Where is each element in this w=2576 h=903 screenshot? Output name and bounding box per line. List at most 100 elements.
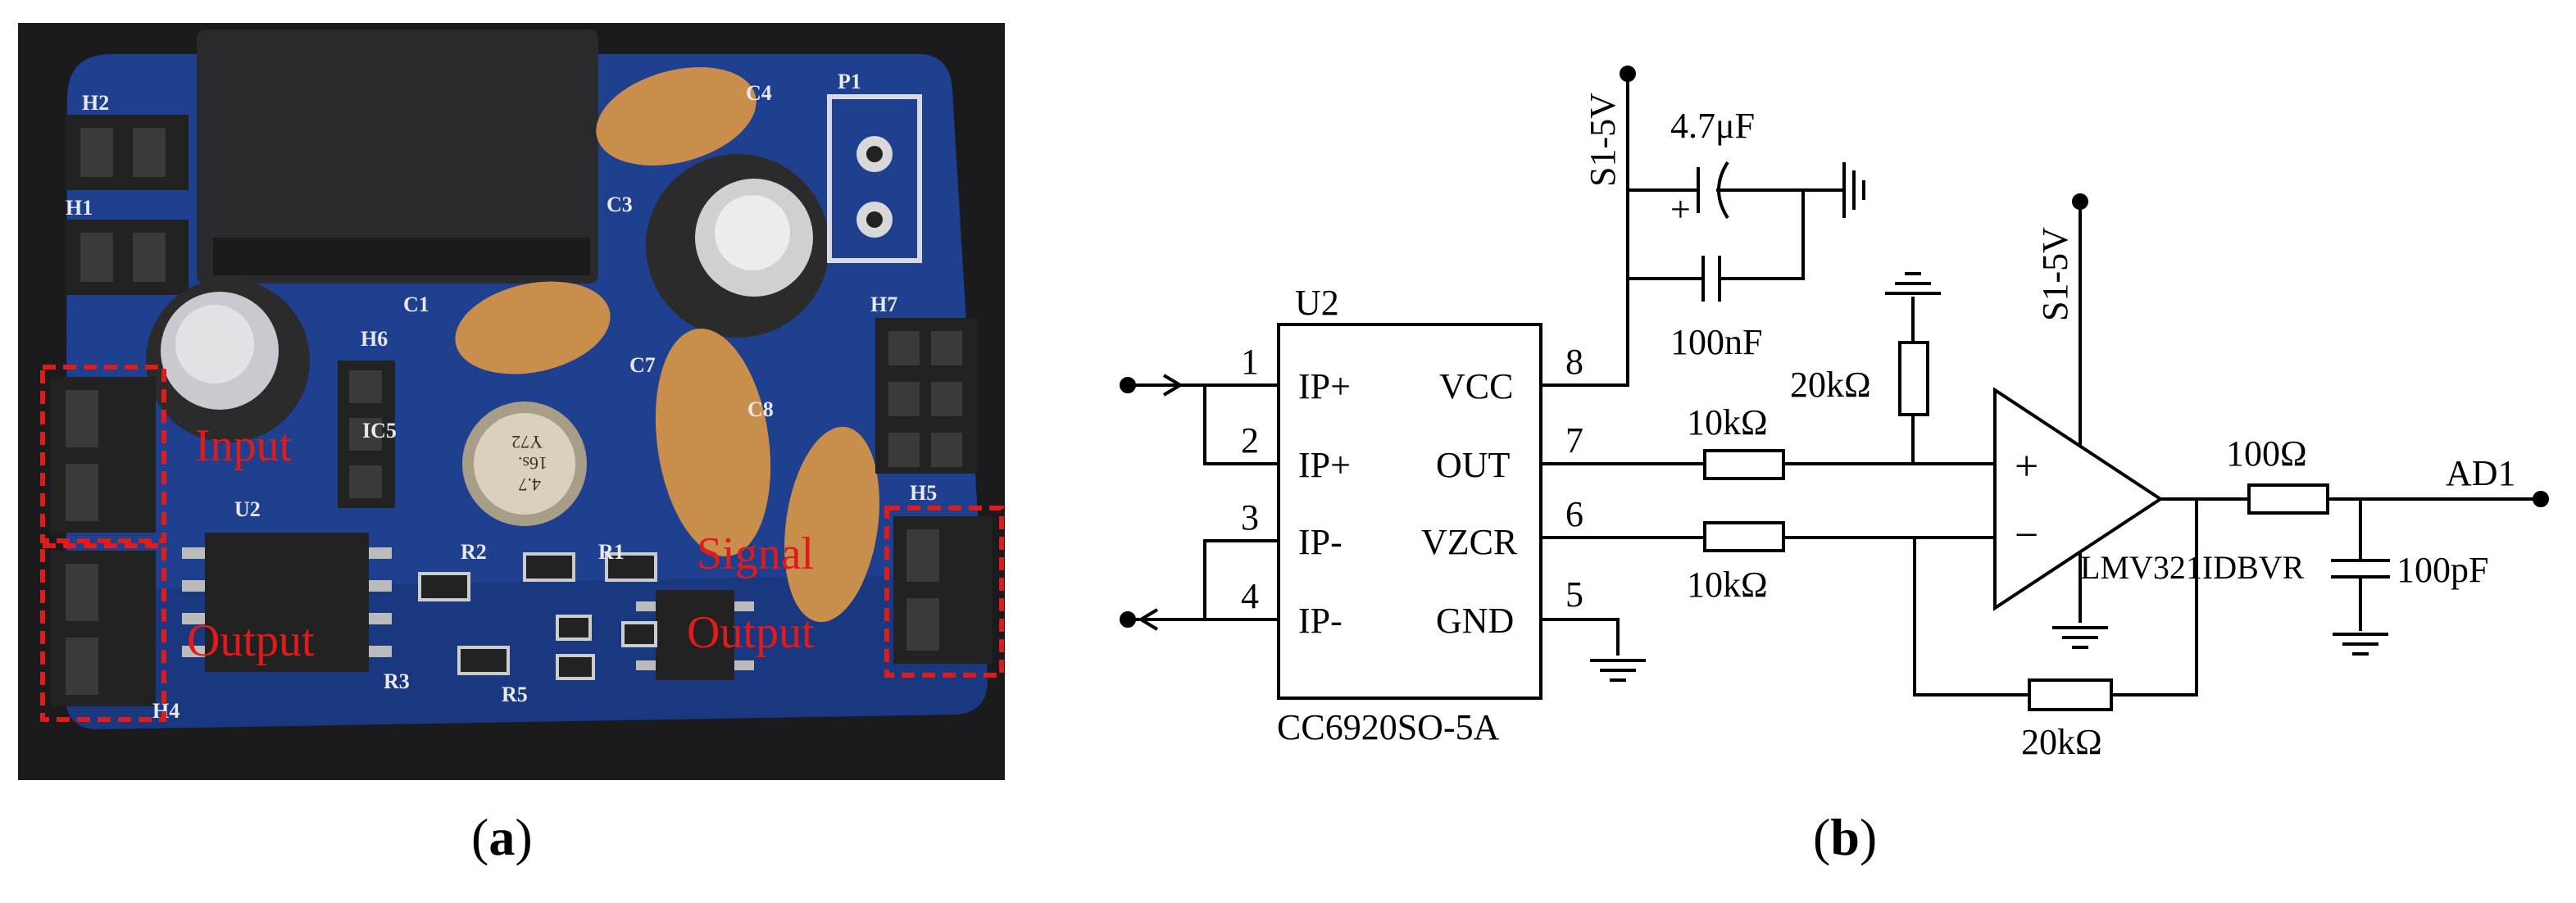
r-feedback-value: 20kΩ — [2021, 722, 2102, 762]
wire-ip-minus-bridge — [1203, 539, 1279, 619]
r-out-value: 100Ω — [2226, 433, 2307, 474]
pin-name-vcc: VCC — [1439, 366, 1513, 406]
caption-b-letter: b — [1830, 808, 1860, 866]
resistor-r-feedback — [2028, 678, 2113, 711]
header-h5 — [893, 516, 992, 664]
highlight-input — [40, 365, 166, 543]
ceramic-cap-c7 — [655, 329, 771, 556]
metal-cap-ic5 — [462, 402, 587, 526]
silk-r5: R5 — [502, 683, 528, 706]
cap-out-value: 100pF — [2397, 550, 2488, 590]
smd-resistors — [418, 552, 657, 680]
r-bias-value: 20kΩ — [1790, 365, 1871, 405]
wire-feedback-right — [2111, 499, 2198, 697]
silk-h6: H6 — [361, 327, 388, 351]
cap-ceramic-value: 100nF — [1670, 322, 1762, 362]
wire-cap-ceramic-right — [1720, 190, 1805, 280]
pin-num-7: 7 — [1565, 420, 1583, 461]
header-h2 — [66, 115, 189, 190]
supply-label-opamp: S1-5V — [2035, 227, 2075, 321]
terminal-ip-minus — [1120, 608, 1205, 631]
wire-gnd — [1541, 618, 1620, 656]
panel-b-schematic — [1120, 66, 2549, 711]
ceramic-cap-c1 — [455, 281, 611, 374]
silk-c4: C4 — [746, 81, 772, 105]
header-h7 — [875, 318, 977, 474]
cap-marking-1: 4.7 — [519, 474, 542, 495]
silk-h7: H7 — [870, 293, 897, 316]
pin-num-6: 6 — [1565, 494, 1583, 534]
ceramic-cap-c4 — [596, 67, 756, 166]
black-component — [197, 29, 598, 284]
ic-u2-body — [1277, 323, 1542, 700]
silk-p1: P1 — [838, 70, 861, 93]
ground-u2 — [1590, 659, 1646, 682]
silk-c3: C3 — [607, 193, 633, 216]
cap-marking-3: Y72 — [511, 432, 543, 452]
wire-ip-plus-bridge — [1203, 385, 1279, 465]
silk-u2: U2 — [234, 497, 261, 521]
silk-c1: C1 — [403, 293, 429, 316]
pin-name-gnd: GND — [1436, 601, 1514, 641]
panel-a-photo: H2 H1 C4 P1 C3 C1 H6 C7 C8 H7 IC5 U2 R2 … — [18, 23, 1005, 780]
header-output — [51, 551, 156, 706]
ground-cap-out — [2333, 633, 2388, 656]
ground-opamp — [2052, 626, 2108, 649]
silk-c7: C7 — [629, 353, 656, 377]
opamp-part: LMV321IDBVR — [2080, 549, 2305, 586]
node-opamp-supply — [2072, 193, 2088, 210]
highlight-signal-output — [884, 506, 1004, 678]
pin-num-8: 8 — [1565, 342, 1583, 382]
resistor-r-bias — [1898, 341, 1929, 416]
node-vcc-top — [1620, 66, 1636, 82]
chip-opamp — [636, 590, 754, 680]
resistor-r-in-top — [1703, 449, 1785, 480]
ic-part: CC6920SO-5A — [1277, 707, 1500, 747]
r-in-top-value: 10kΩ — [1687, 402, 1768, 442]
ceramic-cap-c8 — [784, 426, 879, 623]
pin-name-out: OUT — [1436, 445, 1511, 485]
electrolytic-cap-right — [646, 154, 829, 338]
wire-vcc — [1541, 74, 1629, 387]
highlight-output — [40, 543, 166, 722]
pin-num-4: 4 — [1241, 576, 1259, 616]
cap-elec-plus: + — [1670, 189, 1691, 229]
header-h6 — [338, 361, 395, 508]
silk-r2: R2 — [461, 540, 487, 564]
wire-feedback-left — [1913, 538, 2029, 697]
silk-h5: H5 — [910, 481, 937, 505]
output-net-label: AD1 — [2446, 453, 2516, 493]
caption-a-letter: a — [488, 808, 516, 866]
chip-u2 — [182, 533, 392, 672]
opamp-body — [1993, 387, 2164, 611]
pin-num-5: 5 — [1565, 574, 1583, 615]
pin-name-ip-plus-1: IP+ — [1298, 366, 1351, 406]
connector-p1 — [827, 94, 922, 263]
silk-h2: H2 — [82, 91, 109, 115]
pin-num-3: 3 — [1241, 497, 1259, 538]
pin-num-2: 2 — [1241, 420, 1259, 461]
silk-r1: R1 — [598, 540, 625, 564]
resistor-r-out — [2247, 483, 2329, 515]
label-signal-line2: Output — [687, 607, 815, 658]
terminal-ip-plus — [1120, 374, 1205, 397]
ground-caps — [1842, 162, 1865, 218]
resistor-r-in-bottom — [1703, 521, 1785, 552]
label-output: Output — [187, 615, 315, 666]
silk-h1: H1 — [66, 196, 93, 220]
r-in-bottom-value: 10kΩ — [1687, 565, 1768, 605]
cap-marking-2: 16s. — [518, 453, 547, 474]
supply-label-top: S1-5V — [1583, 93, 1623, 187]
silk-r3: R3 — [384, 669, 410, 693]
ground-bias — [1885, 272, 1941, 295]
header-h1 — [66, 220, 189, 295]
silk-c8: C8 — [747, 397, 774, 421]
label-signal-line1: Signal — [697, 529, 814, 579]
node-ad1 — [2533, 491, 2549, 507]
pin-name-ip-minus-3: IP- — [1298, 522, 1343, 562]
ic-ref: U2 — [1295, 283, 1339, 323]
pin-name-vzcr: VZCR — [1421, 522, 1518, 562]
opamp-plus-sign: + — [2015, 443, 2038, 490]
label-input: Input — [195, 420, 293, 471]
